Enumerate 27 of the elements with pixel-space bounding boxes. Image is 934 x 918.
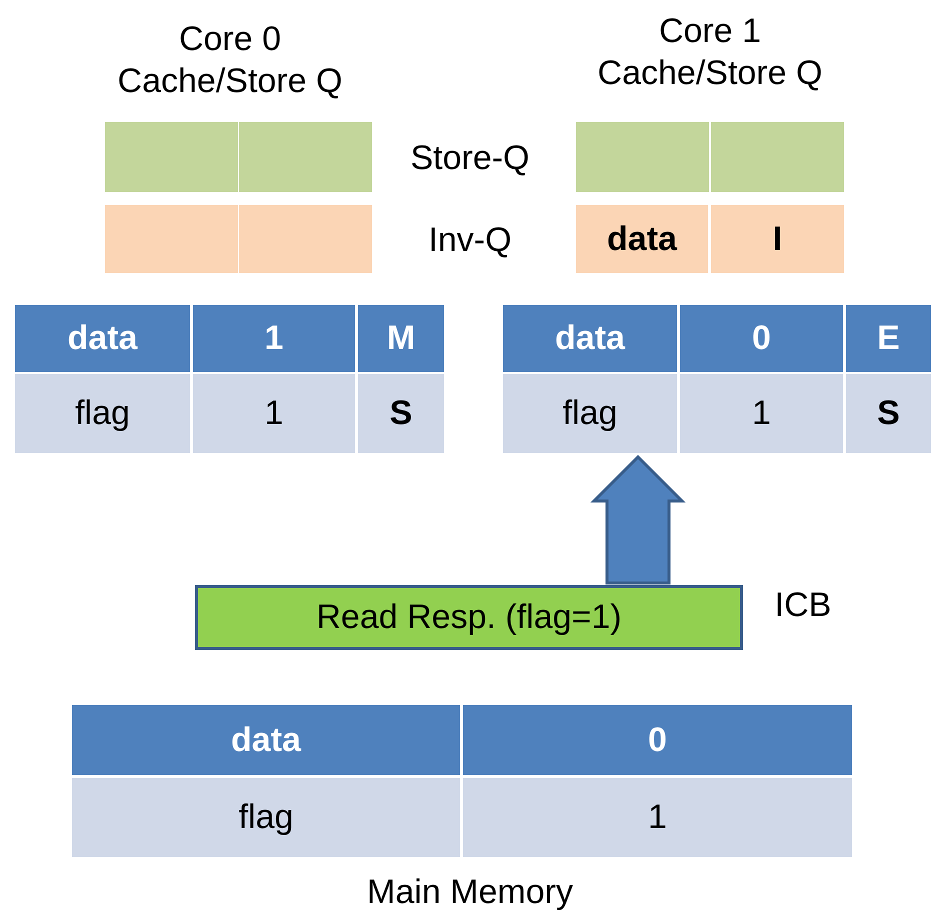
message-box: Read Resp. (flag=1) — [195, 585, 743, 650]
table-header-cell: data — [15, 305, 190, 372]
table-cell: flag — [72, 778, 460, 857]
row-label: Inv-Q — [427, 220, 513, 261]
table-header-cell: data — [503, 305, 677, 372]
table-cell: 1 — [193, 374, 355, 453]
table-header-cell: 0 — [463, 705, 852, 775]
table-header-cell: E — [846, 305, 931, 372]
queue-entry: I — [711, 205, 844, 273]
table-header-cell: 1 — [193, 305, 355, 372]
table-header-cell: 0 — [680, 305, 843, 372]
row-label: Store-Q — [409, 138, 531, 179]
heading: Core 1 Cache/Store Q — [596, 10, 824, 94]
cache-table — [503, 305, 931, 453]
table-header-cell: M — [358, 305, 444, 372]
table-header-cell: data — [72, 705, 460, 775]
caption: Main Memory — [366, 872, 574, 913]
heading: Core 0 Cache/Store Q — [116, 18, 344, 102]
table-cell: 1 — [680, 374, 843, 453]
table-cell: flag — [503, 374, 677, 453]
table-cell: S — [358, 374, 444, 453]
table-cell: 1 — [463, 778, 852, 857]
table-cell: S — [846, 374, 931, 453]
bus-label: ICB — [774, 584, 832, 626]
block-arrow — [590, 454, 686, 584]
table-cell: flag — [15, 374, 190, 453]
queue-entry: data — [576, 205, 708, 273]
